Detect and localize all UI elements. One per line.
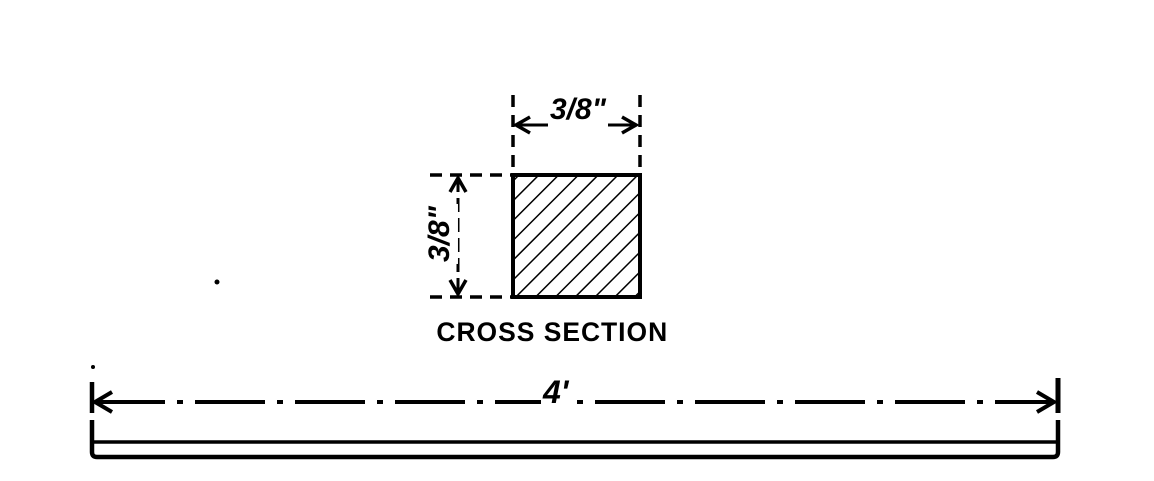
arrow-right-icon — [1035, 390, 1058, 414]
arrow-right-icon — [621, 115, 640, 135]
length-dimension-label: 4' — [541, 374, 571, 410]
cross-section — [511, 173, 642, 299]
arrow-up-icon — [448, 174, 468, 193]
print-speck — [214, 279, 220, 285]
height-dimension — [430, 173, 513, 299]
print-speck — [91, 365, 95, 369]
arrow-left-icon — [91, 390, 114, 414]
cross-section-outline — [511, 173, 642, 299]
arrow-down-icon — [448, 279, 468, 298]
cross-section-label: CROSS SECTION — [436, 317, 669, 347]
length-dimension — [89, 378, 1061, 414]
bar-outline — [89, 420, 1061, 460]
arrow-left-icon — [512, 115, 531, 135]
bar-elevation — [89, 420, 1061, 460]
width-dimension-label: 3/8" — [548, 92, 608, 128]
height-dimension-label: 3/8" — [421, 204, 458, 264]
cross-section-hatching — [513, 175, 640, 297]
